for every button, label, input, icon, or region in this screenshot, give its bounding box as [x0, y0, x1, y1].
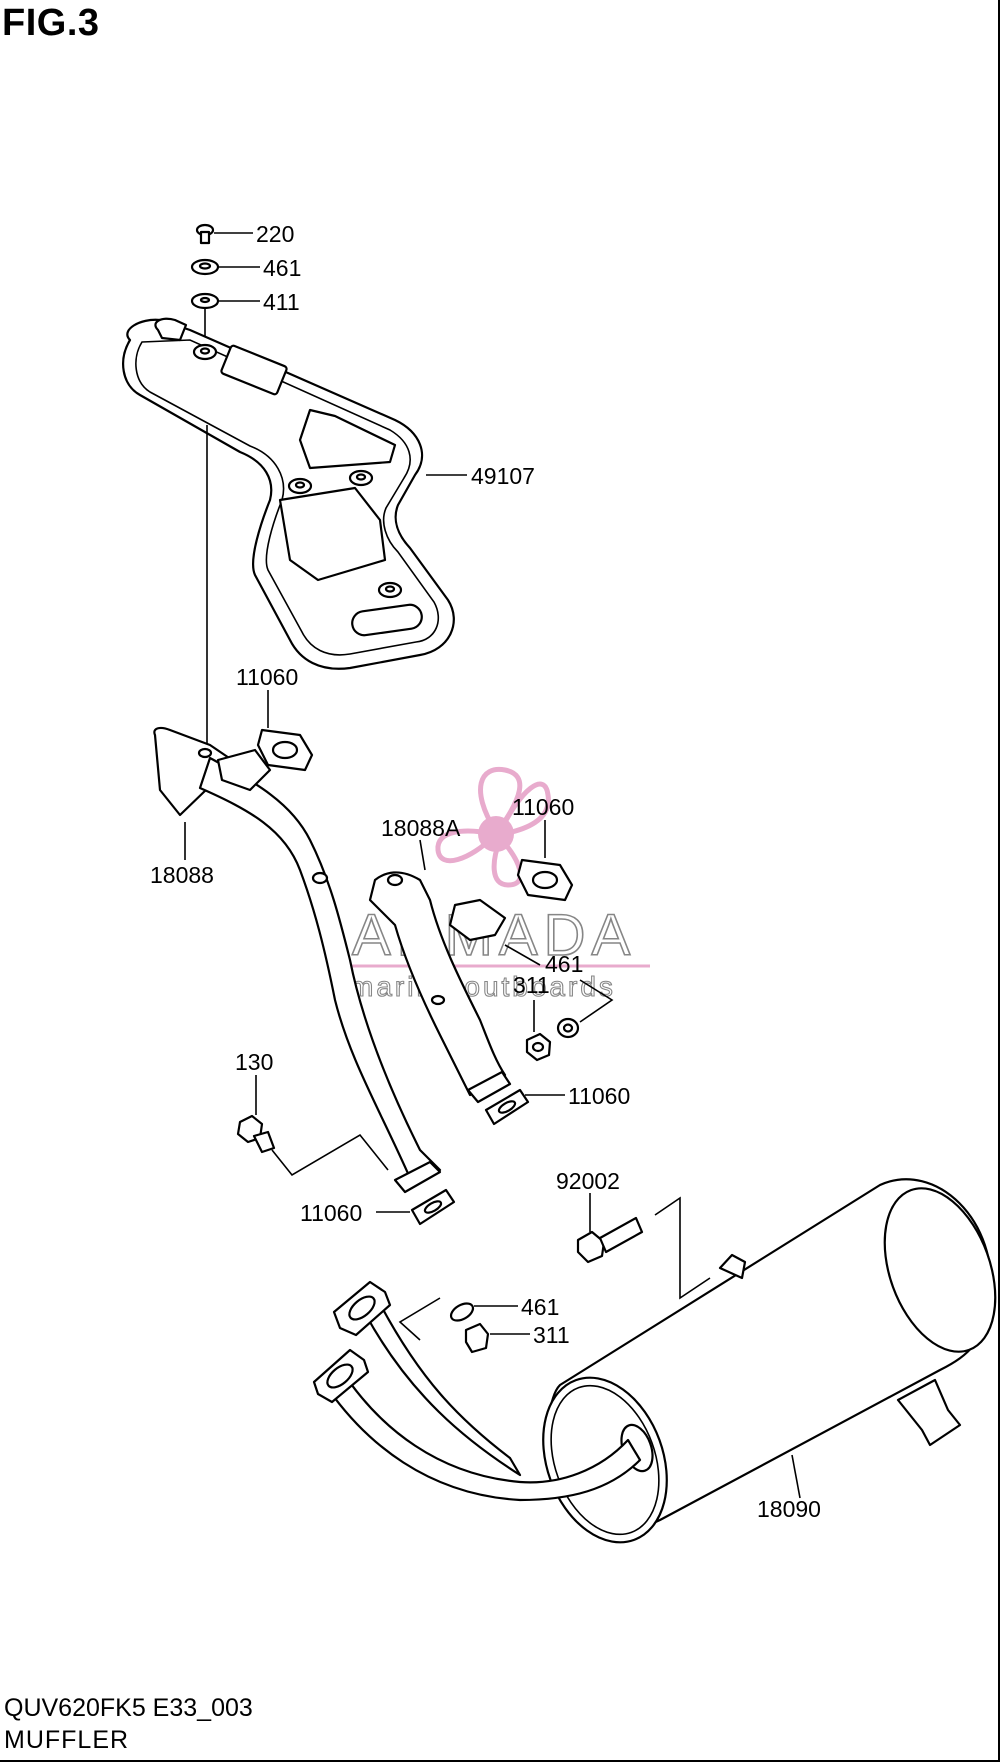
gasket-11060-a — [256, 728, 314, 772]
muffler-18090 — [542, 1178, 997, 1544]
washer-461-top — [190, 258, 220, 276]
callout-49107: 49107 — [471, 463, 535, 489]
mount-hole — [192, 343, 403, 599]
gasket-11060-d — [410, 1188, 456, 1226]
callout-18088A: 18088A — [381, 815, 461, 841]
callout-311-mid: 311 — [513, 972, 550, 998]
nut-311-low — [464, 1322, 490, 1354]
callout-92002: 92002 — [556, 1168, 620, 1194]
bolt-130 — [236, 1114, 276, 1154]
watermark-tagline: marine outboards — [350, 971, 616, 1002]
washer-461-mid — [556, 1017, 580, 1039]
callout-311-low: 311 — [533, 1322, 570, 1348]
washer-461-low — [449, 1302, 475, 1322]
callout-18088: 18088 — [150, 862, 214, 888]
washer-411 — [190, 292, 220, 310]
callout-11060-d: 11060 — [300, 1200, 362, 1226]
bolt-220 — [195, 223, 215, 245]
callout-11060-c: 11060 — [568, 1083, 630, 1109]
callout-18090: 18090 — [757, 1496, 821, 1522]
gasket-11060-b — [516, 858, 574, 902]
exhaust-pipe-18088a — [368, 871, 512, 1104]
callout-11060-b: 11060 — [512, 794, 574, 820]
callout-461-mid: 461 — [545, 951, 583, 977]
callout-461-low: 461 — [521, 1294, 559, 1320]
callout-11060-a: 11060 — [236, 664, 298, 690]
diagram-caption: MUFFLER — [4, 1726, 130, 1754]
figure-title: FIG.3 — [2, 2, 100, 44]
callout-130: 130 — [235, 1049, 273, 1075]
exhaust-pipe-18088 — [153, 726, 442, 1194]
gasket-11060-c — [484, 1088, 530, 1126]
nut-311-mid — [525, 1032, 552, 1062]
heat-shield-49107 — [122, 317, 455, 670]
callout-461-top: 461 — [263, 255, 301, 281]
propeller-icon — [435, 766, 551, 888]
model-code: QUV620FK5 E33_003 — [4, 1694, 253, 1722]
callout-220: 220 — [256, 221, 294, 247]
callout-411: 411 — [263, 289, 300, 315]
bolt-92002 — [576, 1216, 644, 1264]
muffler-inlet-pipes — [312, 1280, 642, 1502]
